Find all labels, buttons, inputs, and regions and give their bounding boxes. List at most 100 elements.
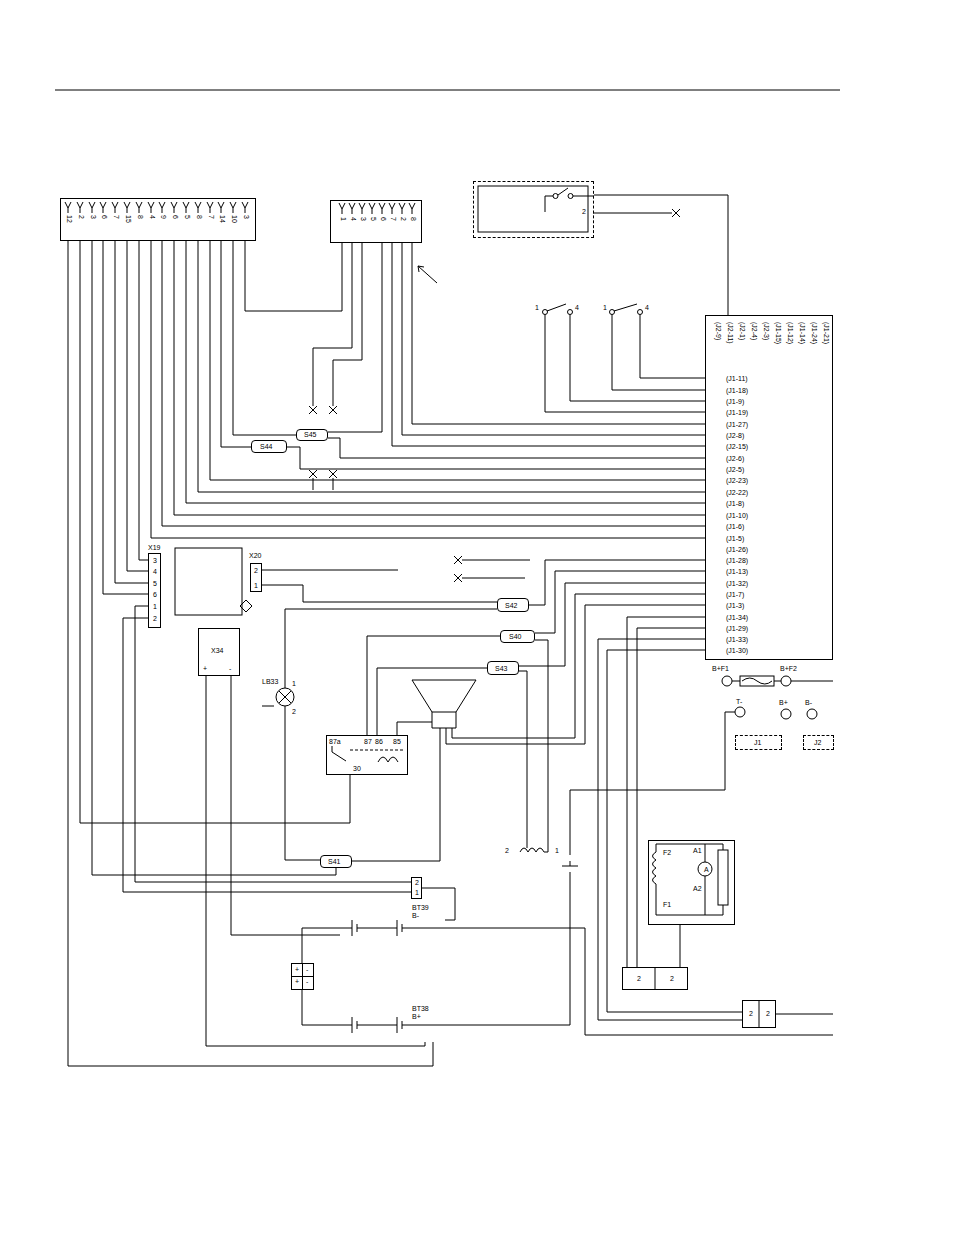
- pin-label: (J1-29): [726, 625, 748, 633]
- splice-label: S45: [304, 431, 316, 439]
- module-symbol: [175, 548, 242, 615]
- pin-number: 30: [353, 765, 361, 773]
- terminal-symbol: [807, 709, 817, 719]
- component-label: B-: [412, 912, 419, 920]
- pin-number: 1: [603, 304, 607, 312]
- connector-plug: X2021: [250, 563, 262, 592]
- pin-number: 1: [535, 304, 539, 312]
- pin-number: X20: [249, 552, 261, 560]
- horn-symbol: [412, 680, 476, 728]
- motor-internals: [698, 862, 712, 876]
- component-label: 1: [292, 680, 296, 688]
- wire: [174, 241, 705, 515]
- wire-splice: S41: [320, 855, 352, 868]
- motor: F2A1AA2F1: [648, 840, 735, 925]
- switch: 14: [535, 302, 581, 320]
- wire: [92, 241, 336, 875]
- switch-symbol: [543, 310, 548, 315]
- splice-label: S42: [505, 602, 517, 610]
- controller: (J2-9)(J2-11)(J2-1)(J2-4)(J2-3)(J1-15)(J…: [705, 315, 833, 660]
- pin-number: 5: [183, 215, 191, 219]
- switch: 14: [603, 302, 651, 320]
- pin-number: 2: [505, 847, 509, 855]
- battery: BT38B+: [340, 1005, 445, 1042]
- pin-number: 2: [153, 615, 157, 623]
- pin-number: 5: [369, 217, 377, 221]
- switch-symbol: [553, 194, 558, 199]
- pin-number: 4: [148, 215, 156, 219]
- polarity-mark: -: [306, 966, 308, 974]
- terminal-label: B+F2: [780, 665, 797, 673]
- terminal-label: F2: [663, 849, 671, 857]
- pin-number: 4: [575, 304, 579, 312]
- lamp: LB3312: [262, 676, 300, 718]
- lamp-symbol: [262, 676, 294, 718]
- battery-symbol: [340, 920, 445, 936]
- leader-line: [418, 266, 437, 283]
- splice-label: S41: [328, 858, 340, 866]
- wire-splice: S43: [487, 661, 519, 675]
- horn-symbol: [412, 680, 476, 712]
- pin-number: 1: [339, 217, 347, 221]
- module-symbol: [175, 548, 252, 615]
- pin-number: 3: [153, 557, 157, 565]
- pin-label: (J1-8): [726, 500, 744, 508]
- terminal-label: B+F1: [712, 665, 729, 673]
- lamp-symbol: [262, 676, 291, 718]
- pin-number: 7: [207, 215, 215, 219]
- connector-outline: J1: [735, 735, 782, 750]
- pin-number: 3: [242, 215, 250, 219]
- pin-label: (J1-13): [726, 568, 748, 576]
- wire: [392, 243, 705, 446]
- terminal-label: T-: [736, 698, 742, 706]
- pin-number: 12: [65, 215, 73, 223]
- motor-internals: [653, 852, 657, 884]
- wire: [535, 640, 548, 843]
- wire: [519, 671, 527, 843]
- wire: [210, 241, 705, 480]
- terminal-label: B+: [779, 699, 788, 707]
- wire: [367, 636, 500, 735]
- pin-number: 86: [375, 738, 383, 746]
- pin-number: 2: [637, 975, 641, 983]
- connector-divider: [291, 963, 833, 1028]
- pin-number: 2: [766, 1010, 770, 1018]
- pin-number: 1: [555, 847, 559, 855]
- battery-symbol: [340, 1017, 445, 1033]
- pin-symbol: [65, 202, 248, 213]
- wire: [127, 241, 148, 571]
- pin-label: (J2-15): [726, 443, 748, 451]
- pin-label: (J2-11): [726, 322, 734, 344]
- wire: [68, 241, 433, 1066]
- pin-number: 6: [171, 215, 179, 219]
- header-rule: [55, 90, 840, 91]
- horn-wire: [352, 594, 705, 861]
- connector-plug: 22: [622, 967, 688, 990]
- pin-label: (J1-6): [726, 523, 744, 531]
- pin-number: 2: [582, 208, 586, 216]
- harness-connector: 14356728: [330, 200, 422, 243]
- relay: 87a87868530: [326, 735, 408, 775]
- pin-number: 87: [364, 738, 372, 746]
- switch-symbol: [638, 310, 643, 315]
- splice-label: S44: [260, 443, 272, 451]
- pin-label: (J2-23): [726, 477, 748, 485]
- connector-outline: J2: [803, 735, 834, 750]
- wire: [80, 241, 350, 823]
- wire: [535, 571, 705, 633]
- wire: [302, 928, 340, 963]
- terminal-symbol: [735, 707, 745, 717]
- wire-splice: S42: [497, 598, 529, 612]
- pin-number: 2: [415, 879, 419, 887]
- pin-label: (J2-5): [726, 466, 744, 474]
- pin-label: (J1-30): [726, 647, 748, 655]
- relay-internals: [378, 757, 398, 762]
- pin-label: (J2-1): [738, 322, 746, 340]
- switch-symbol: [568, 310, 573, 315]
- wire: [151, 241, 705, 538]
- battery-connector: +-+-: [291, 963, 314, 990]
- header-rule: [55, 90, 840, 91]
- pin-number: 10: [230, 215, 238, 223]
- coil-symbol: [520, 843, 548, 852]
